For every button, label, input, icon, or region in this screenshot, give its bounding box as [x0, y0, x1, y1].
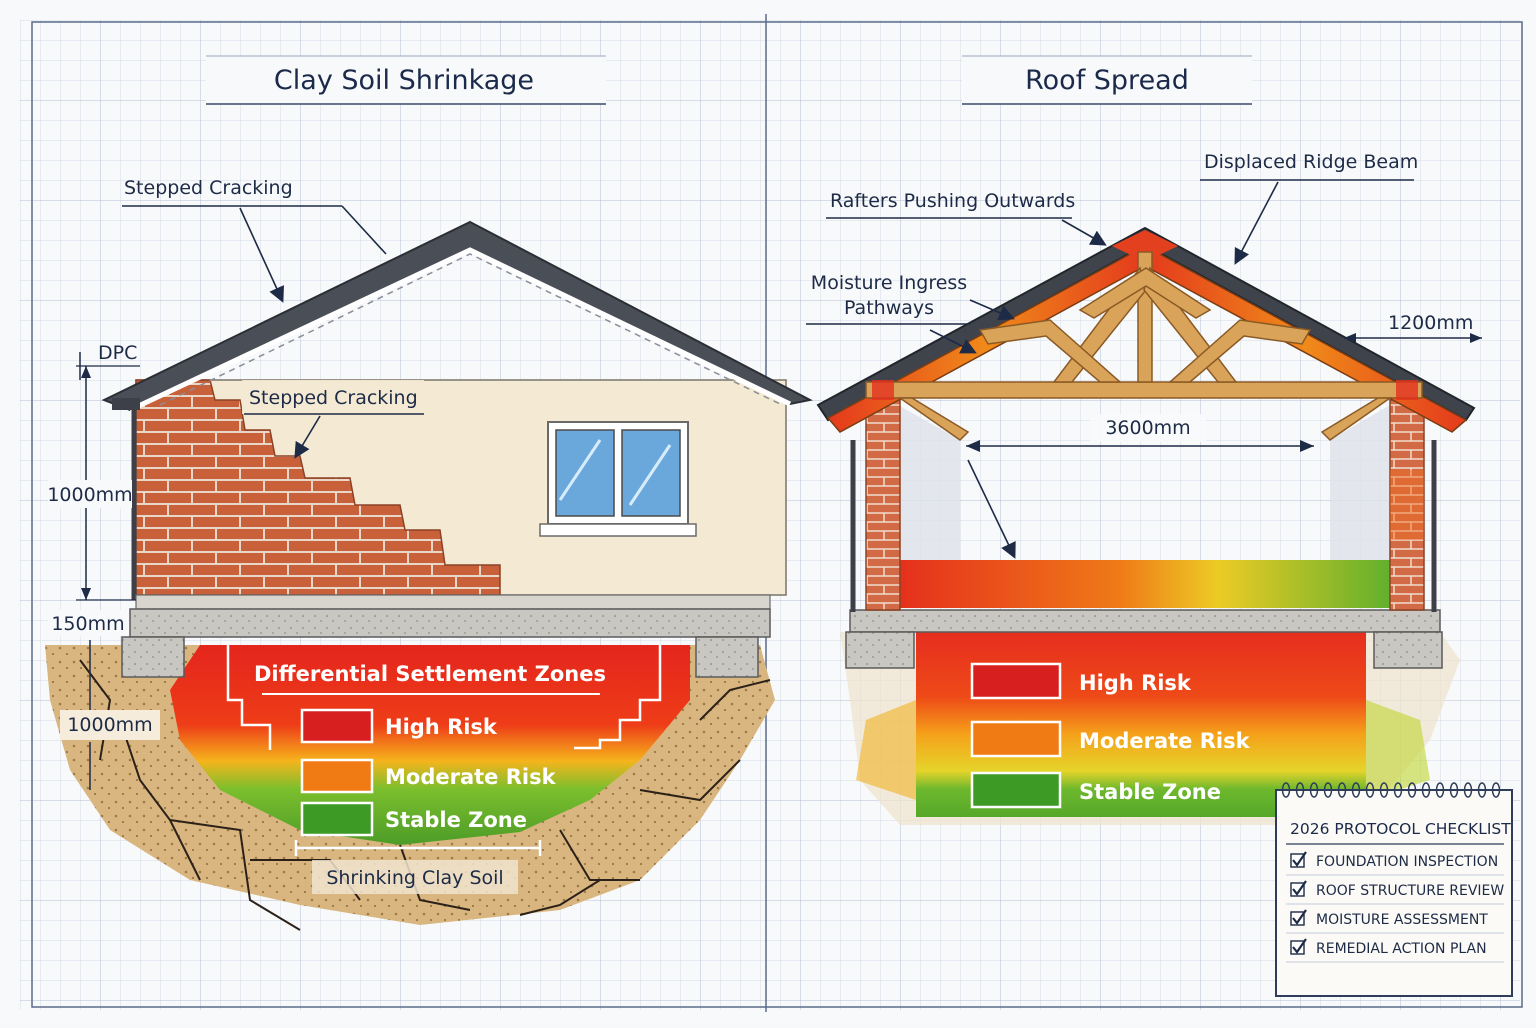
legend-label-left-2: Stable Zone — [385, 808, 527, 832]
arrow-stepped-mid — [294, 415, 321, 459]
ridge-beam — [1112, 230, 1178, 262]
checkbox-icon[interactable] — [1290, 940, 1305, 955]
right-footing-a — [845, 631, 915, 669]
legend-swatch-left-1 — [300, 758, 374, 794]
checklist-item-label: MOISTURE ASSESSMENT — [1316, 912, 1488, 928]
moisture-label-line2: Pathways — [844, 297, 934, 319]
dim-depth-label: 1000mm — [67, 714, 152, 736]
checkmark-icon — [1292, 880, 1307, 896]
arrow-ridge — [1234, 181, 1279, 265]
left-fascia — [128, 247, 792, 413]
checklist-item[interactable]: REMEDIAL ACTION PLAN — [1286, 938, 1504, 963]
left-gutter — [112, 398, 140, 410]
checkmark-icon — [1292, 909, 1307, 925]
checkbox-icon[interactable] — [1290, 853, 1305, 868]
legend-swatch-right-2 — [970, 771, 1062, 809]
shrinking-clay-soil-label: Shrinking Clay Soil — [326, 867, 503, 889]
settlement-step-left — [226, 645, 272, 750]
right-pier-right — [1389, 399, 1425, 611]
checklist-item-label: FOUNDATION INSPECTION — [1316, 854, 1498, 870]
checkmark-icon — [1292, 938, 1307, 954]
moisture-label-line1: Moisture Ingress — [811, 272, 967, 294]
legend-swatch-right-1 — [970, 720, 1062, 758]
settlement-step-right — [574, 645, 662, 750]
legend-label-right-0: High Risk — [1079, 671, 1192, 695]
checkbox-icon[interactable] — [1290, 911, 1305, 926]
legend-swatch-right-0 — [970, 662, 1062, 700]
floor-risk-band — [898, 560, 1390, 608]
checklist-item[interactable]: ROOF STRUCTURE REVIEW — [1286, 880, 1504, 905]
arrow-moisture-b — [929, 329, 977, 354]
timber-truss — [865, 251, 1423, 441]
left-legend-title: Differential Settlement Zones — [254, 662, 606, 686]
checklist-item[interactable]: MOISTURE ASSESSMENT — [1286, 909, 1504, 934]
left-panel: Clay Soil Shrinkage — [45, 55, 813, 931]
right-pier-left — [865, 399, 901, 611]
left-title-box — [206, 56, 606, 104]
checkbox-icon[interactable] — [1290, 882, 1305, 897]
dim-footing-label: 150mm — [51, 613, 124, 635]
exposed-brickwork — [135, 379, 501, 596]
legend-swatch-left-2 — [300, 801, 374, 837]
checklist-item-label: REMEDIAL ACTION PLAN — [1316, 941, 1487, 957]
right-title: Roof Spread — [1025, 65, 1189, 96]
checklist-items: FOUNDATION INSPECTION ROOF STRUCTURE REVI… — [1286, 851, 1504, 963]
arrow-stepped-top — [239, 207, 284, 303]
stepped-cracking-mid-label: Stepped Cracking — [249, 387, 418, 409]
outer-frame — [31, 21, 1523, 1008]
displaced-ridge-label: Displaced Ridge Beam — [1204, 151, 1418, 173]
dpc-label: DPC — [98, 342, 137, 364]
legend-label-right-1: Moderate Risk — [1079, 729, 1251, 753]
checklist-item[interactable]: FOUNDATION INSPECTION — [1286, 851, 1504, 876]
checkmark-icon — [1292, 851, 1307, 867]
right-footing-b — [1373, 631, 1443, 669]
window-sill — [539, 523, 697, 537]
legend-label-right-2: Stable Zone — [1079, 780, 1221, 804]
dpc-course — [135, 594, 771, 610]
legend-swatch-left-0 — [300, 708, 374, 744]
arrow-rafters — [1061, 219, 1107, 246]
right-slab — [849, 609, 1441, 633]
shrinking-soil-label-box — [312, 860, 518, 894]
checklist-item-label: ROOF STRUCTURE REVIEW — [1316, 883, 1504, 899]
left-footing-a — [121, 636, 185, 678]
stepped-cracking-top-label: Stepped Cracking — [124, 177, 293, 199]
legend-label-left-1: Moderate Risk — [385, 765, 557, 789]
dim-overhang-label: 1200mm — [1388, 312, 1473, 334]
protocol-checklist: 2026 PROTOCOL CHECKLIST FOUNDATION INSPE… — [1275, 782, 1513, 997]
dim-wall-label: 1000mm — [47, 484, 132, 506]
legend-label-left-0: High Risk — [385, 715, 498, 739]
arrow-moisture-a — [969, 299, 1015, 321]
dim-span-label: 3600mm — [1105, 417, 1190, 439]
left-title: Clay Soil Shrinkage — [274, 65, 534, 96]
checklist-spiral-binding — [1281, 782, 1501, 798]
left-slab — [129, 608, 771, 638]
arrow-moisture-floor — [967, 459, 1016, 559]
left-footing-b — [695, 636, 759, 678]
rafters-pushing-label: Rafters Pushing Outwards — [830, 190, 1075, 212]
checklist-title: 2026 PROTOCOL CHECKLIST — [1290, 820, 1511, 838]
right-title-box — [962, 56, 1252, 104]
